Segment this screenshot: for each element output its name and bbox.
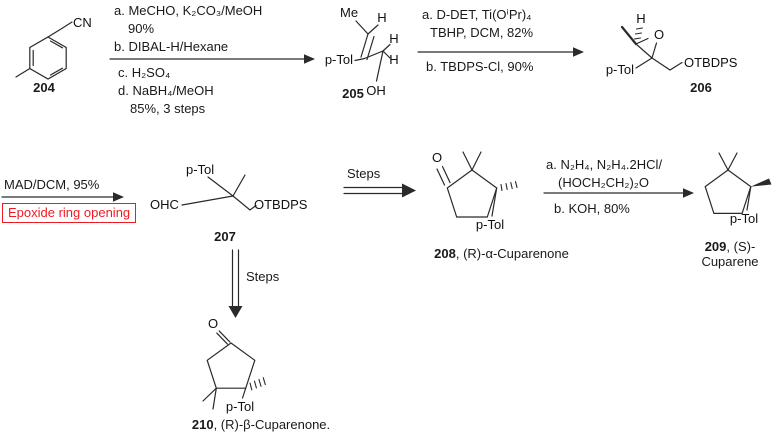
compound-number-208: 208 bbox=[434, 246, 456, 261]
reagents-step2-above: a. D-DET, Ti(OⁱPr)₄ TBHP, DCM, 82% bbox=[422, 6, 533, 42]
atom-label-h-top: H bbox=[389, 31, 398, 46]
reagents-step2-below: b. TBDPS-Cl, 90% bbox=[426, 58, 533, 76]
reagent-line-1b: b. DIBAL-H/Hexane bbox=[114, 39, 229, 54]
reaction-arrow-3 bbox=[1, 192, 124, 202]
structure-208: O p-Tol bbox=[432, 150, 518, 232]
reagent-line-1d: d. NaBH₄/MeOH bbox=[118, 83, 214, 98]
atom-label-ptol: p-Tol bbox=[325, 52, 353, 67]
bonds-210 bbox=[202, 330, 266, 410]
compound-label-206: 206 bbox=[676, 80, 726, 95]
atom-label-vinyl-h: H bbox=[377, 10, 386, 25]
reagent-line-3: MAD/DCM, 95% bbox=[4, 177, 100, 192]
bonds-209 bbox=[704, 152, 772, 214]
compound-name-209: , (S)-Cuparene bbox=[701, 239, 759, 269]
reagent-line-2a: a. D-DET, Ti(OⁱPr)₄ bbox=[422, 7, 532, 22]
structure-209: p-Tol bbox=[704, 152, 772, 226]
compound-label-207: 207 bbox=[200, 229, 250, 244]
structure-207: p-Tol OHC OTBDPS bbox=[150, 162, 308, 212]
compound-label-209: 209, (S)-Cuparene bbox=[684, 239, 776, 269]
structure-206: O H p-Tol OTBDPS bbox=[606, 11, 738, 77]
structure-205: Me H p-Tol H H OH bbox=[325, 5, 399, 98]
compound-name-210: , (R)-β-Cuparenone. bbox=[213, 417, 331, 432]
reagent-line-5a: a. N₂H₄, N₂H₄.2HCl/ bbox=[546, 157, 663, 172]
reagent-line-1-yield: 85%, 3 steps bbox=[130, 101, 206, 116]
atom-label-nitrile: CN bbox=[73, 15, 92, 30]
reaction-arrow-1 bbox=[109, 54, 315, 64]
reagents-step1-below: c. H₂SO₄ d. NaBH₄/MeOH 85%, 3 steps bbox=[118, 64, 214, 118]
compound-number-210: 210 bbox=[191, 417, 214, 432]
atom-label-ptol: p-Tol bbox=[606, 62, 634, 77]
atom-label-ptol: p-Tol bbox=[226, 399, 254, 414]
bonds-204 bbox=[15, 21, 73, 80]
reaction-arrow-5 bbox=[543, 188, 694, 198]
steps-arrow-right bbox=[343, 183, 416, 198]
compound-number-204: 204 bbox=[33, 80, 55, 95]
atom-label-ptol: p-Tol bbox=[186, 162, 214, 177]
compound-label-204: 204 bbox=[14, 80, 74, 95]
reagent-line-2b: b. TBDPS-Cl, 90% bbox=[426, 59, 534, 74]
atom-label-ketone-o: O bbox=[208, 316, 218, 331]
reagents-step1-above: a. MeCHO, K₂CO₃/MeOH 90% b. DIBAL-H/Hexa… bbox=[114, 2, 262, 56]
reagents-step5-above: a. N₂H₄, N₂H₄.2HCl/ (HOCH₂CH₂)₂O bbox=[546, 156, 662, 192]
reagent-line-1a: a. MeCHO, K₂CO₃/MeOH bbox=[114, 3, 263, 18]
compound-label-208: 208, (R)-α-Cuparenone bbox=[414, 246, 589, 261]
bonds-208 bbox=[436, 151, 518, 218]
atom-label-methyl: Me bbox=[340, 5, 358, 20]
atom-label-otbdps: OTBDPS bbox=[254, 197, 308, 212]
atom-label-ketone-o: O bbox=[432, 150, 442, 165]
compound-name-208: , (R)-α-Cuparenone bbox=[455, 246, 569, 261]
steps-label-2: Steps bbox=[246, 269, 280, 284]
atom-label-epoxide-o: O bbox=[654, 27, 664, 42]
steps-arrow-down bbox=[228, 249, 243, 318]
atom-label-stereo-h: H bbox=[636, 11, 645, 26]
epoxide-ring-opening-note: Epoxide ring opening bbox=[2, 203, 137, 223]
steps-label-1: Steps bbox=[347, 166, 381, 181]
reagent-line-2a2: TBHP, DCM, 82% bbox=[430, 25, 534, 40]
atom-label-ptol: p-Tol bbox=[730, 211, 758, 226]
bonds-205 bbox=[354, 20, 391, 82]
atom-label-oh: OH bbox=[366, 83, 386, 98]
compound-number-207: 207 bbox=[214, 229, 236, 244]
bonds-207 bbox=[181, 174, 257, 211]
structure-210: O p-Tol bbox=[202, 316, 266, 414]
reagent-line-5b: b. KOH, 80% bbox=[554, 201, 630, 216]
reagent-line-1c: c. H₂SO₄ bbox=[118, 65, 171, 80]
reaction-arrow-2 bbox=[417, 47, 584, 57]
compound-label-205: 205 bbox=[330, 86, 376, 101]
atom-label-otbdps: OTBDPS bbox=[684, 55, 738, 70]
atom-label-ptol: p-Tol bbox=[476, 217, 504, 232]
reagent-line-1a-yield: 90% bbox=[128, 21, 155, 36]
atom-label-aldehyde: OHC bbox=[150, 197, 179, 212]
reagent-line-5a2: (HOCH₂CH₂)₂O bbox=[558, 175, 649, 190]
compound-number-209: 209 bbox=[704, 239, 727, 254]
bonds-206 bbox=[620, 25, 683, 71]
compound-label-210: 210, (R)-β-Cuparenone. bbox=[166, 417, 356, 432]
compound-number-205: 205 bbox=[342, 86, 364, 101]
compound-number-206: 206 bbox=[690, 80, 712, 95]
structure-204: CN bbox=[15, 15, 92, 80]
reagents-step5-below: b. KOH, 80% bbox=[554, 200, 630, 218]
atom-label-h-bottom: H bbox=[389, 52, 398, 67]
